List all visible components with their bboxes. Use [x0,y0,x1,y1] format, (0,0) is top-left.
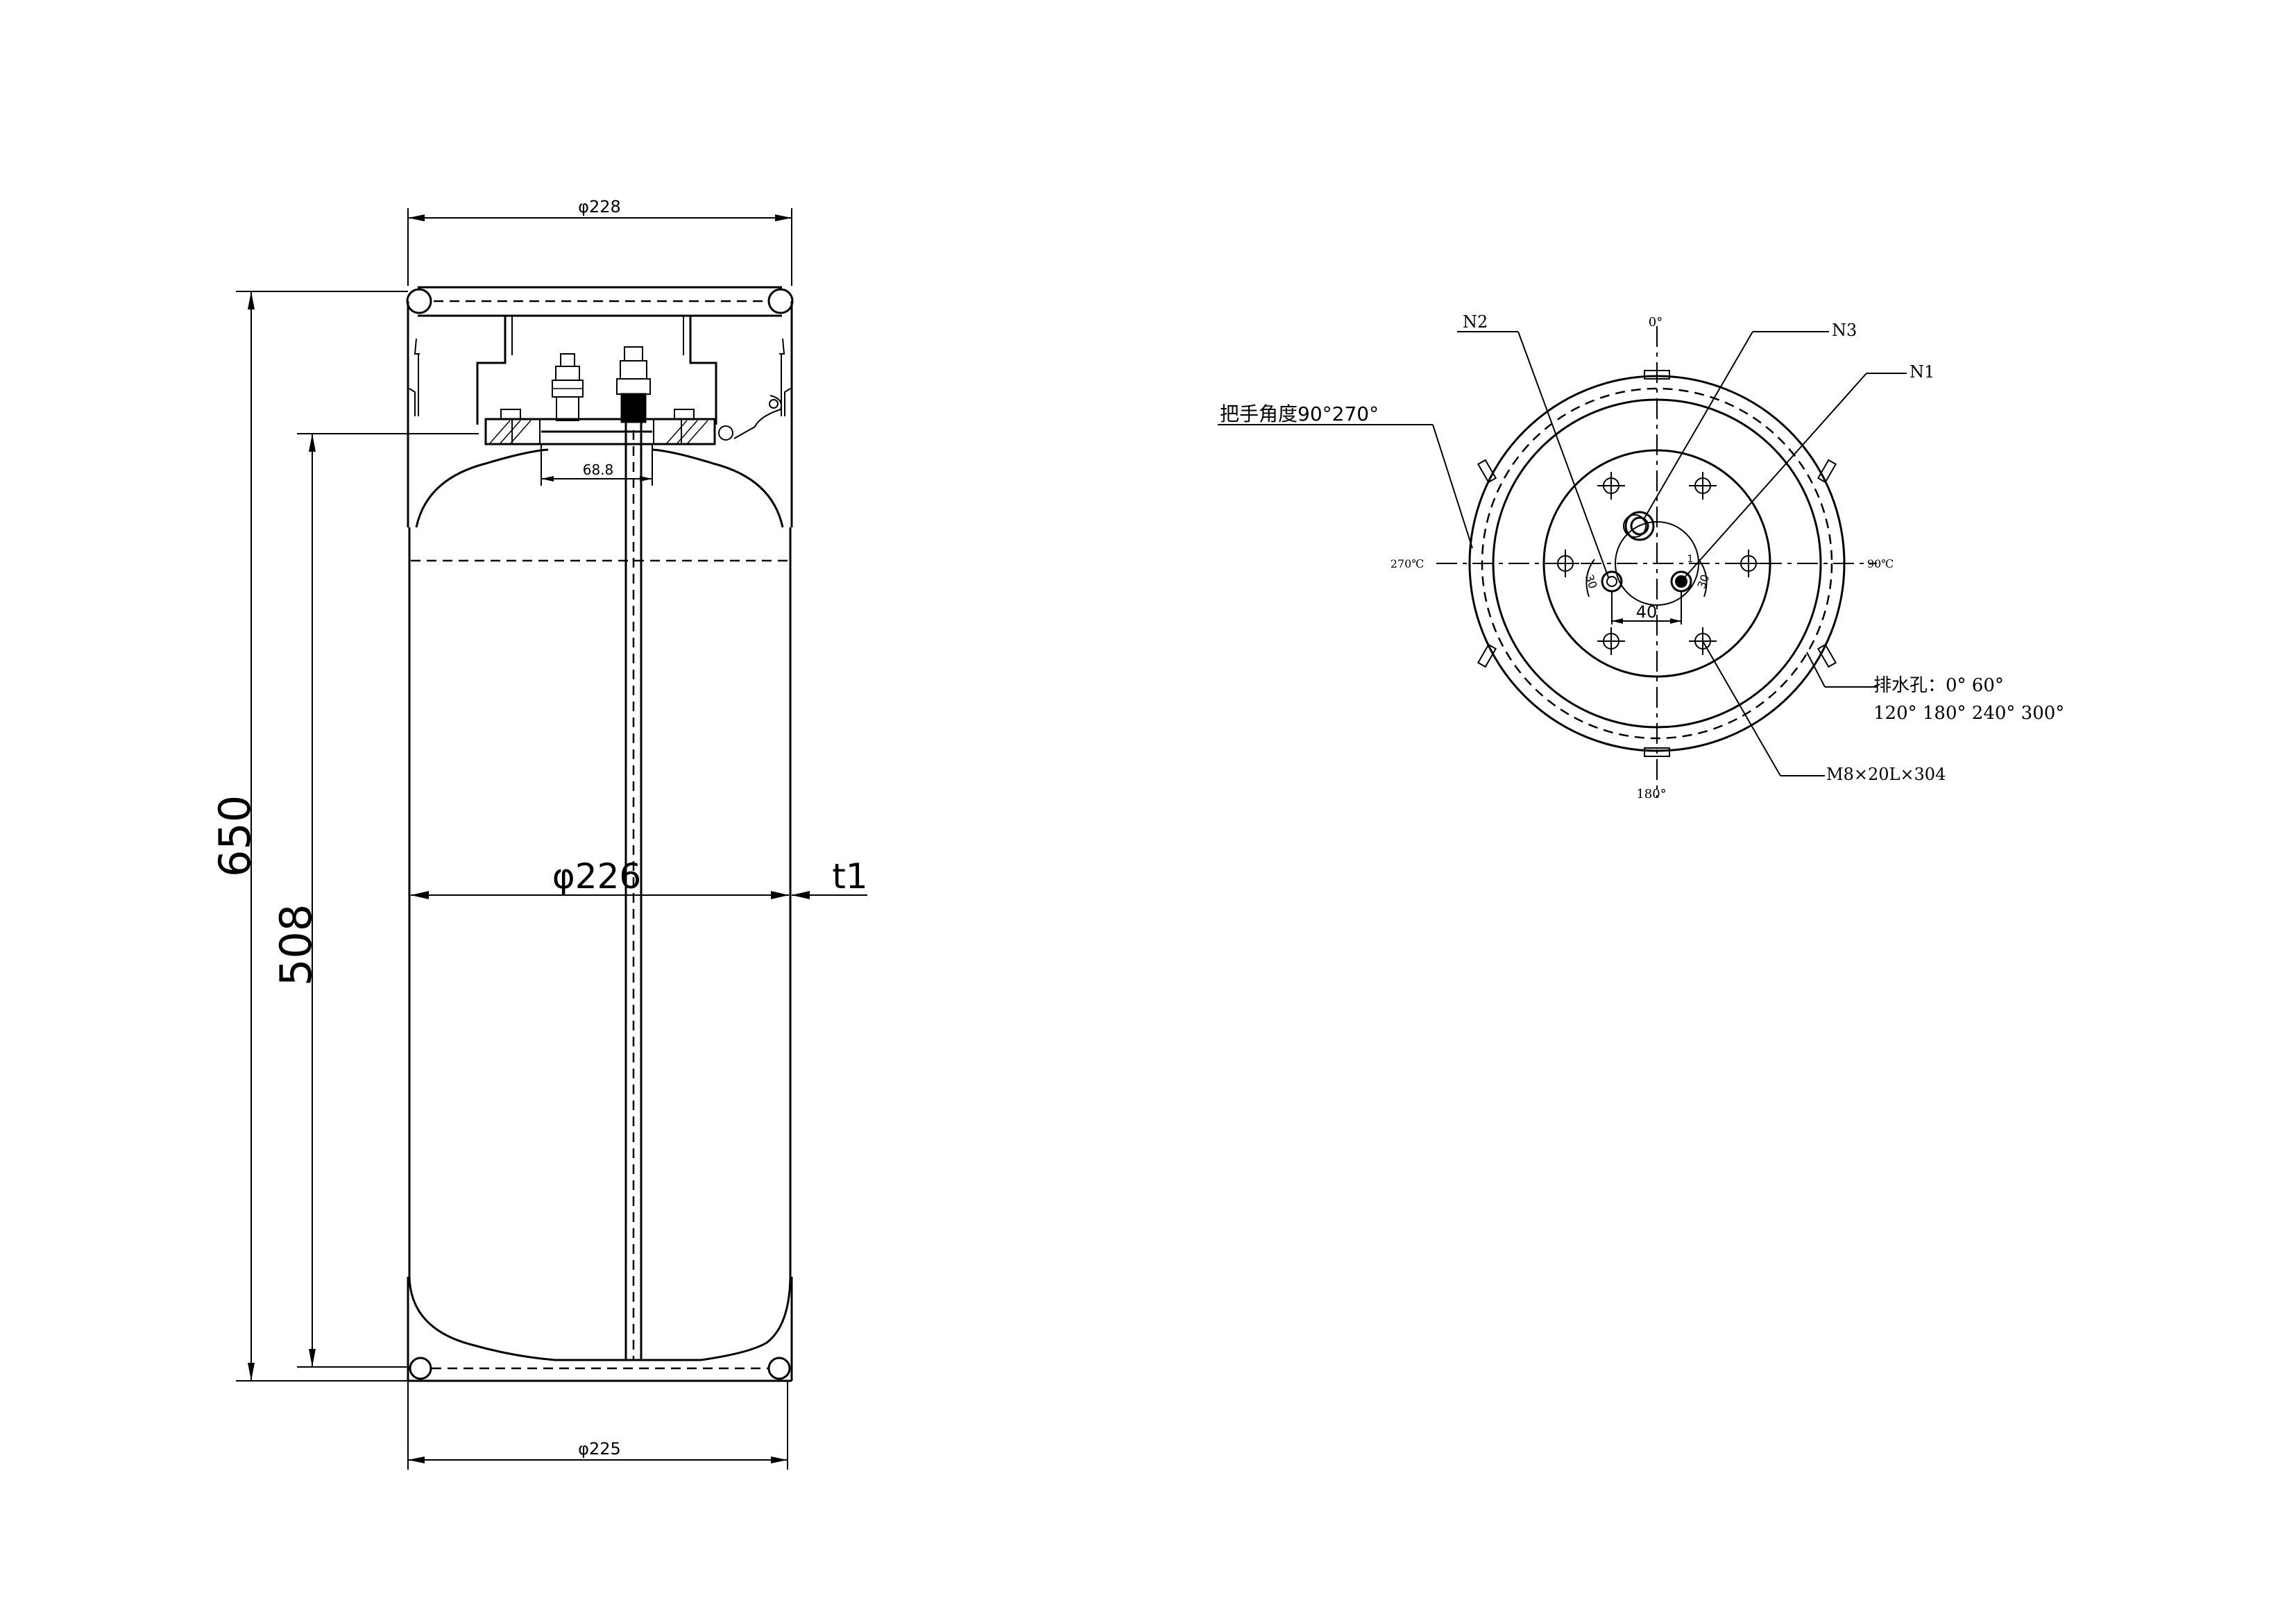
tag-n3: N3 [1832,321,1857,340]
leader-bolt-spec [1702,640,1825,776]
dimension-overall-height [236,291,408,1382]
keg-body [408,448,792,1361]
angle-270-label: 270℃ [1391,557,1424,570]
leader-n2 [1457,331,1609,578]
bottom-diameter-label: φ225 [578,1439,621,1459]
drain-hole-marks [1477,370,1837,757]
dimension-body-height [297,433,479,1368]
body-diameter-label: φ226 [552,856,641,897]
drain-holes-line2: 120° 180° 240° 300° [1873,703,2064,724]
top-view: 40 30 30 1 0° 180° 270℃ 90℃ N2 N3 N1 [1218,312,2064,801]
tag-n1: N1 [1910,362,1934,382]
thickness-label: t1 [832,856,867,897]
dimension-flange-width [541,476,652,482]
dimension-top-diameter [407,208,792,286]
top-shroud [476,316,782,439]
port-mark-label: 1 [1687,554,1694,565]
port-n1 [1670,570,1692,593]
port-offset-left-label: 30 [1583,572,1600,590]
port-n3 [1623,511,1655,541]
valve-left [552,353,584,421]
bolt-spec-label: M8×20L×304 [1826,765,1946,784]
body-height-label: 508 [271,904,321,986]
port-spacing-label: 40 [1636,602,1658,622]
angle-0-label: 0° [1649,315,1663,330]
overall-height-label: 650 [210,795,260,877]
leader-n1 [1684,373,1907,578]
dimension-bottom-diameter [407,1381,788,1470]
leader-drain-holes [1806,652,1878,688]
side-view: φ228 φ225 φ226 t1 650 [210,197,868,1470]
bolt-holes [1551,472,1762,655]
top-diameter-label: φ228 [578,197,621,216]
dimension-body-diameter [411,891,867,899]
valve-right [616,346,651,423]
bottom-skirt [407,1277,793,1382]
handle-angle-label: 把手角度90°270° [1220,402,1379,425]
tag-n2: N2 [1463,312,1488,332]
flange-width-label: 68.8 [583,461,614,478]
leader-n3 [1642,331,1829,521]
angle-90-label: 90℃ [1867,557,1894,570]
leader-handle-angle [1218,424,1473,549]
angle-180-label: 180° [1636,787,1666,801]
port-n2 [1601,570,1623,593]
drain-holes-line1: 排水孔：0° 60° [1873,675,2004,696]
top-rim [406,286,794,527]
